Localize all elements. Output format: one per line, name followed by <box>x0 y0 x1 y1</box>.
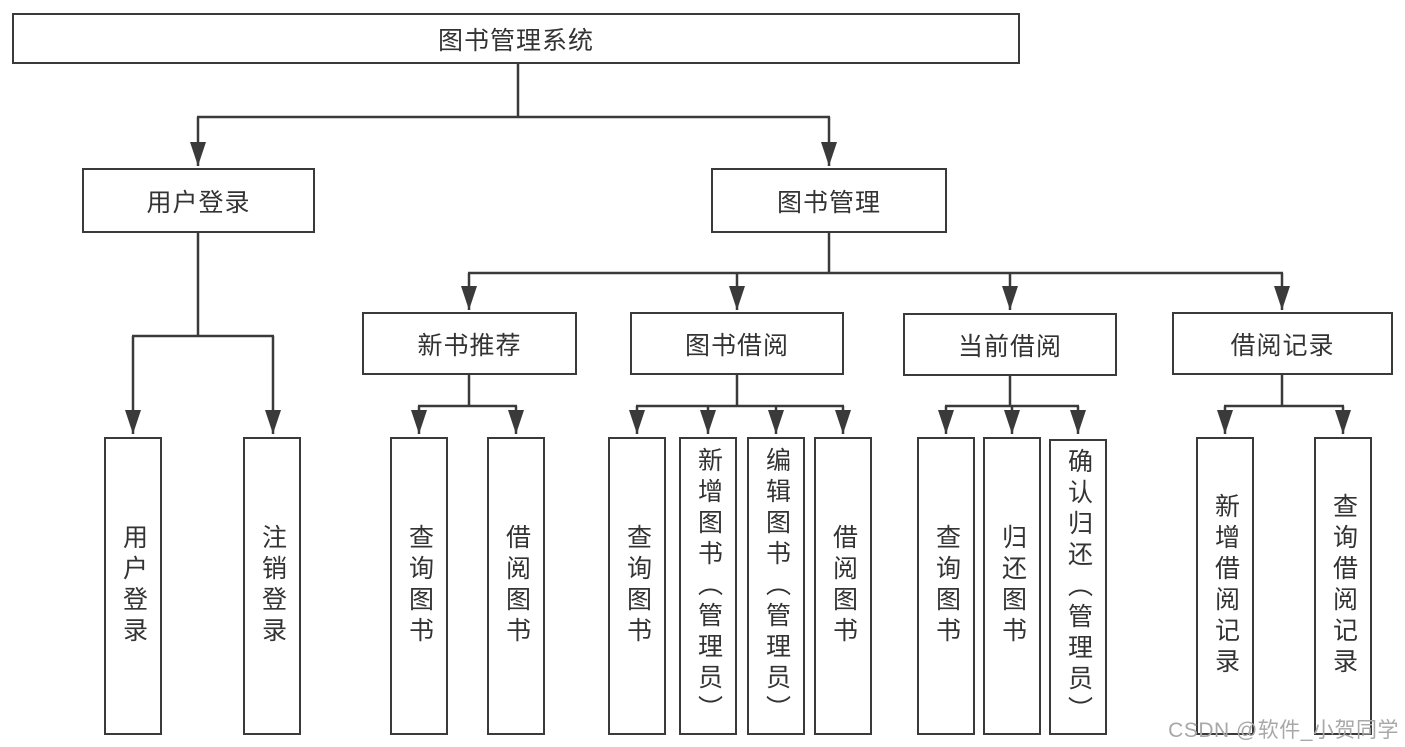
node-label: 查询图书 <box>623 524 652 648</box>
node-book-management: 图书管理 <box>711 168 947 233</box>
node-label: 用户登录 <box>119 524 148 648</box>
node-book-borrowing: 图书借阅 <box>630 312 844 375</box>
node-user-login: 用户登录 <box>82 168 315 233</box>
node-return-books: 归还图书 <box>983 437 1041 735</box>
node-label: 查询图书 <box>405 524 434 648</box>
node-library-management-system: 图书管理系统 <box>12 13 1020 64</box>
node-label: 新增图书（管理员） <box>694 446 723 726</box>
node-label: 查询图书 <box>932 524 961 648</box>
node-confirm-return-admin: 确认归还（管理员） <box>1049 439 1107 735</box>
node-search-books-current: 查询图书 <box>917 437 975 735</box>
node-user-login-leaf: 用户登录 <box>104 437 162 735</box>
node-add-books-admin: 新增图书（管理员） <box>679 437 737 735</box>
node-label: 新增借阅记录 <box>1211 493 1240 679</box>
node-new-book-recommendation: 新书推荐 <box>362 312 577 375</box>
csdn-watermark: CSDN @软件_小贺同学 <box>1168 719 1399 742</box>
node-label: 查询借阅记录 <box>1329 493 1358 679</box>
node-edit-books-admin: 编辑图书（管理员） <box>747 437 805 735</box>
node-current-borrowing: 当前借阅 <box>903 313 1117 376</box>
node-search-books-borrowing: 查询图书 <box>608 437 666 735</box>
node-search-books-recommend: 查询图书 <box>390 437 448 735</box>
node-label: 编辑图书（管理员） <box>762 446 791 726</box>
node-search-borrow-record: 查询借阅记录 <box>1314 437 1372 735</box>
node-label: 归还图书 <box>998 524 1027 648</box>
node-add-borrow-record: 新增借阅记录 <box>1196 437 1254 735</box>
node-borrow-books-borrowing: 借阅图书 <box>814 437 872 735</box>
node-borrow-books-recommend: 借阅图书 <box>487 437 545 735</box>
node-label: 借阅图书 <box>502 524 531 648</box>
node-borrowing-records: 借阅记录 <box>1172 312 1393 375</box>
node-label: 注销登录 <box>258 524 287 648</box>
node-label: 确认归还（管理员） <box>1064 447 1093 727</box>
node-logout: 注销登录 <box>243 437 301 735</box>
node-label: 借阅图书 <box>829 524 858 648</box>
